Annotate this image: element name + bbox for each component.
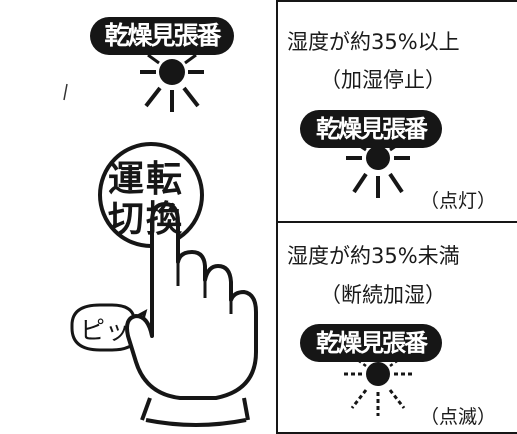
beep-sound-label: ピッ [80,316,131,345]
operation-switch-label-top: 運転 [108,159,185,200]
state-panel [276,0,517,434]
lamp-lit-icon-left [140,53,204,112]
state-blink-mode: （断続加湿） [320,283,446,307]
state-lit-mode: （加湿停止） [320,68,446,92]
indicator-label-blink: 乾燥見張番 [300,324,442,362]
state-lit-condition: 湿度が約35%以上 [287,30,460,54]
stray-mark [63,83,68,101]
indicator-label-lit: 乾燥見張番 [300,110,442,148]
lamp-lit-icon [346,140,410,198]
lamp-blink-icon [344,354,412,416]
operation-switch-label-bottom: 切換 [108,199,185,240]
hand-press-illustration [70,142,258,427]
state-blink-status: （点滅） [420,406,497,428]
indicator-label-left: 乾燥見張番 [90,17,234,55]
state-divider [276,221,517,223]
state-blink-condition: 湿度が約35%未満 [287,244,460,268]
state-lit-status: （点灯） [420,190,497,212]
